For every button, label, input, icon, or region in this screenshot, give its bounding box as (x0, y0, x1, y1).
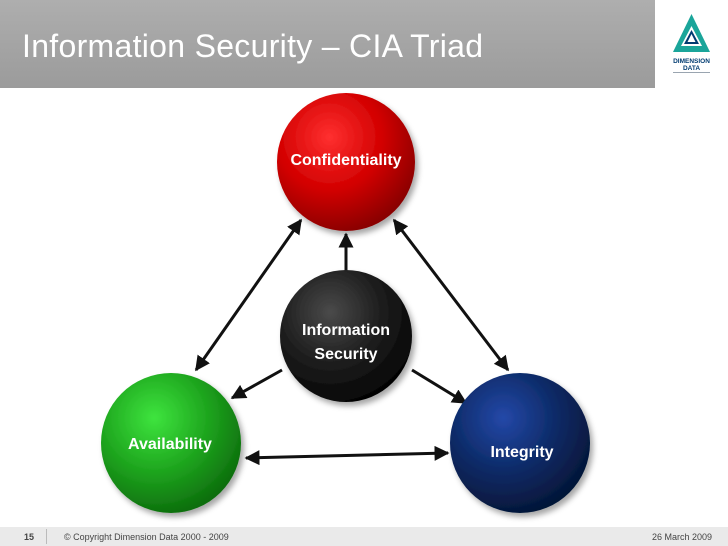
triangle-logo-icon (673, 14, 710, 52)
logo-divider (673, 72, 710, 73)
slide-date: 26 March 2009 (651, 532, 712, 542)
copyright-text: © Copyright Dimension Data 2000 - 2009 (64, 532, 229, 542)
information-security-circle (280, 270, 412, 402)
footer-bar (0, 527, 728, 546)
availability-circle (101, 373, 241, 513)
arrow-center-to-availability (230, 368, 283, 400)
page-title: Information Security – CIA Triad (22, 28, 484, 64)
company-logo: DIMENSION DATA (655, 0, 728, 88)
information-security-label-line2: Security (314, 346, 378, 363)
arrow-availability-integrity (244, 445, 450, 466)
information-security-label-line1: Information (302, 322, 390, 339)
logo-text-line2: DATA (682, 65, 701, 72)
footer-divider (46, 529, 47, 544)
slide-number: 15 (24, 532, 35, 542)
confidentiality-circle (277, 93, 415, 231)
arrow-confidentiality-integrity (392, 218, 510, 372)
header-bar: Information Security – CIA Triad (0, 0, 728, 88)
integrity-circle (450, 373, 590, 513)
arrow-confidentiality-availability (194, 218, 303, 372)
availability-label: Availability (128, 436, 212, 453)
arrow-center-to-integrity (411, 368, 468, 405)
integrity-label: Integrity (490, 444, 554, 461)
logo-text-line1: DIMENSION (673, 58, 710, 65)
confidentiality-label: Confidentiality (290, 152, 402, 169)
